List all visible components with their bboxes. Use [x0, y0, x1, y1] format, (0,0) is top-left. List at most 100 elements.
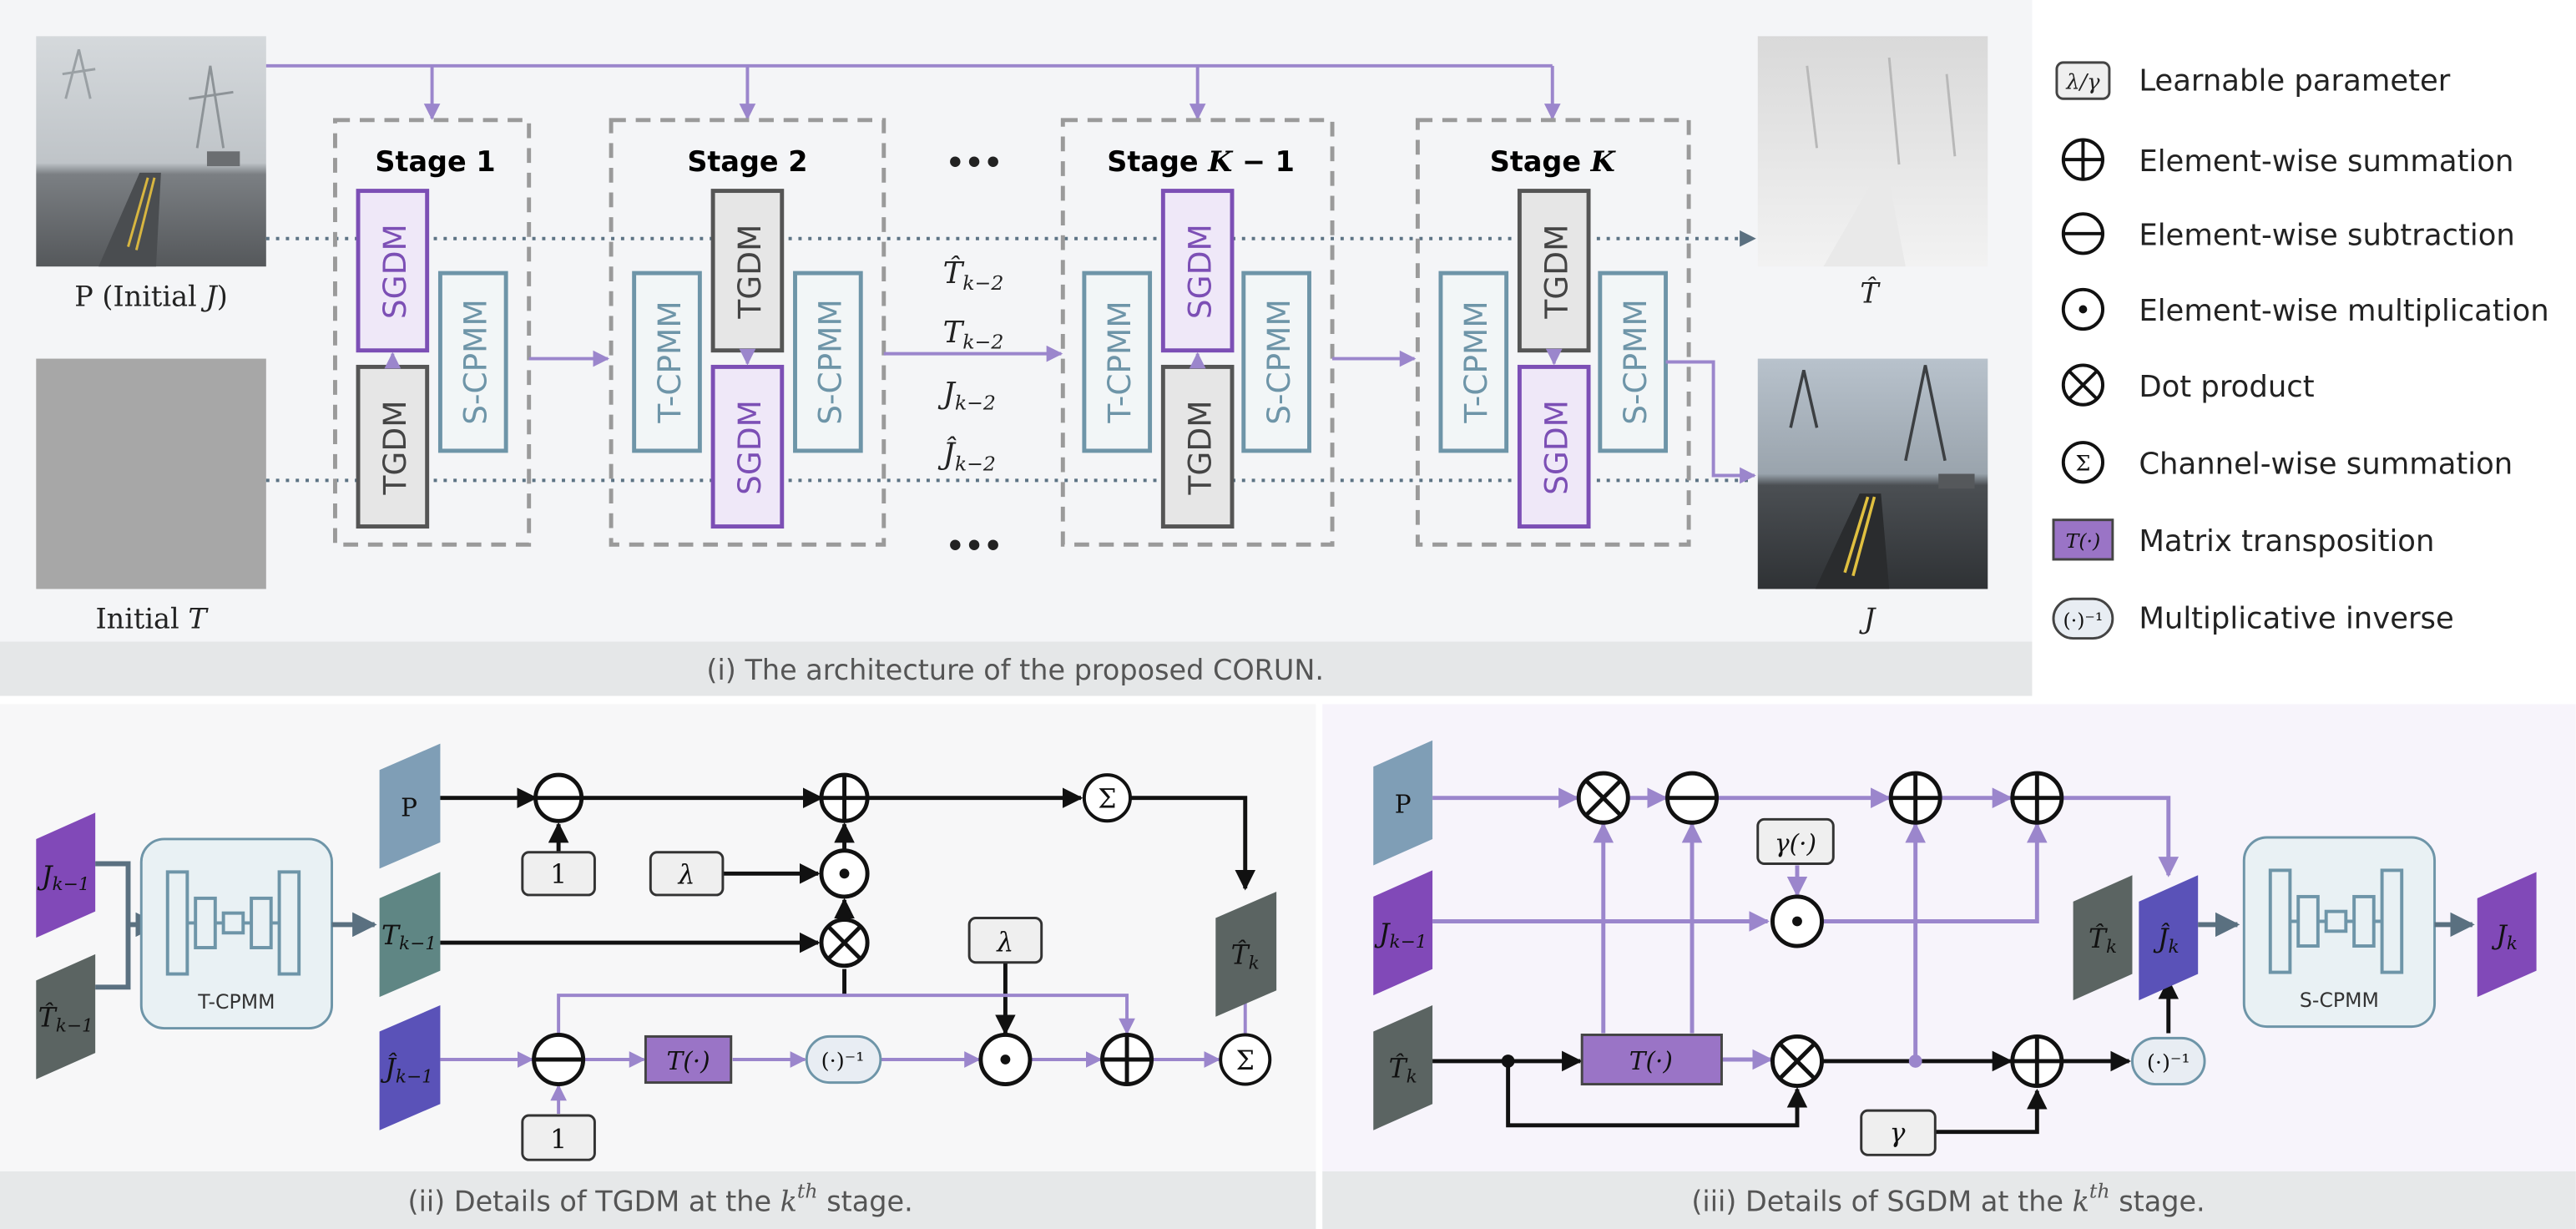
panel1-caption: (i) The architecture of the proposed COR…: [706, 654, 1324, 686]
tgdm-input-t-shape: [36, 953, 96, 1080]
svg-text:Σ: Σ: [1098, 784, 1116, 814]
stage-k1-sgdm-box: [1160, 189, 1235, 353]
sgdm-inverse-box: [2130, 1036, 2206, 1086]
stage-k1-tcpmm-label: T-CPMM: [1101, 301, 1138, 423]
hazy-input-image: [36, 36, 266, 267]
ellipsis-top: •••: [946, 146, 1003, 180]
legend-symbol-7: (·)⁻¹: [2063, 609, 2103, 632]
inverse-box-icon: [2052, 597, 2114, 640]
legend-bg: [2035, 0, 2576, 696]
tgdm-tcpmm-label: T-CPMM: [197, 990, 275, 1014]
sgdm-jhat-label: Ĵk: [2153, 923, 2179, 958]
stage-k-tcpmm-label: T-CPMM: [1457, 301, 1494, 423]
stage-k1-scpmm-label: S-CPMM: [1260, 299, 1297, 425]
panel1-bg: [0, 0, 2033, 696]
stage-2-tcpmm-box: [632, 271, 702, 453]
stage-2-scpmm-box: [793, 271, 863, 453]
stage-k1-tgdm-box: [1160, 364, 1235, 529]
stage-1-sgdm-box: [356, 189, 430, 353]
stage-k1-scpmm-box: [1241, 271, 1311, 453]
circle-times-icon: [2061, 363, 2105, 407]
legend-symbol-0: λ/γ: [2065, 69, 2100, 94]
legend-label-4: Dot product: [2139, 370, 2314, 404]
stage-1-title: Stage 1: [375, 145, 495, 178]
panel2-caption: (ii) Details of TGDM at the kth stage.: [408, 1180, 913, 1218]
tgdm-jhat-shape: [379, 1004, 441, 1130]
sgdm-scpmm-label: S-CPMM: [2300, 989, 2379, 1012]
sgdm-plus-op-3: [2010, 1034, 2064, 1088]
sgdm-t-label: T̂k: [1389, 1053, 1417, 1088]
sgdm-minus-op: [1665, 771, 1720, 825]
tgdm-inverse-box: [805, 1034, 882, 1085]
tgdm-input-t-label: T̂k−1: [38, 1002, 93, 1037]
tgdm-one-label-1: 1: [550, 860, 567, 890]
tgdm-lambda-label-2: λ: [995, 928, 1013, 958]
sgdm-gamma-label: γ: [1890, 1119, 1906, 1149]
tgdm-lambda-box-2: [967, 917, 1043, 964]
tgdm-sigma-op-2: Σ: [1219, 1033, 1272, 1086]
tgdm-minus-op-1: [533, 772, 584, 823]
output-t-label: T̂: [1860, 276, 1881, 309]
sgdm-gamma-fn-box: [1756, 817, 1835, 865]
circle-minus-icon: [2061, 212, 2105, 255]
sgdm-times-op-1: [1576, 771, 1630, 825]
legend-label-7: Multiplicative inverse: [2139, 602, 2453, 636]
stage-k: Stage K T-CPMM TGDM SGDM S-CPMM: [1415, 118, 1691, 547]
stage-2-tgdm-label: TGDM: [731, 225, 768, 320]
stage-1-tgdm-box: [356, 364, 430, 529]
legend-label-1: Element-wise summation: [2139, 144, 2513, 179]
tgdm-lambda-box-1: [649, 851, 725, 897]
transmission-output-image: [1757, 36, 1988, 267]
mid-var-jhat: Ĵk−2: [938, 436, 996, 476]
input-p-caption: P (Initial J): [74, 280, 228, 312]
stage-k-scpmm-label: S-CPMM: [1617, 299, 1654, 425]
sgdm-transpose-box: [1580, 1033, 1723, 1086]
sgdm-jhat-shape: [2139, 875, 2199, 1001]
output-j-label: J: [1859, 603, 1876, 635]
sgdm-inverse-label: (·)⁻¹: [2147, 1050, 2190, 1075]
stage-1-scpmm-box: [437, 271, 508, 453]
stage-k-minus-1: Stage K − 1 T-CPMM SGDM TGDM S-CPMM: [1060, 118, 1335, 547]
stage-k-title: Stage K: [1490, 145, 1617, 178]
tgdm-dot-op-1: [819, 848, 870, 899]
tgdm-p-shape: [379, 743, 441, 869]
tgdm-t-label: Tk−1: [381, 921, 437, 954]
sgdm-p-shape: [1373, 740, 1433, 866]
svg-text:Σ: Σ: [1236, 1046, 1255, 1076]
tgdm-one-box-2: [521, 1114, 596, 1161]
tgdm-plus-op-2: [1100, 1032, 1154, 1087]
stage-k-tgdm-label: TGDM: [1538, 225, 1574, 320]
initial-t-caption: Initial T: [95, 603, 209, 635]
tgdm-one-box-1: [521, 851, 596, 897]
sgdm-plus-op-2: [2010, 771, 2064, 825]
stage-1-tgdm-label: TGDM: [376, 400, 413, 495]
stage-2-tgdm-box: [710, 189, 785, 353]
legend-label-3: Element-wise multiplication: [2139, 294, 2548, 328]
circle-dot-icon: [2061, 287, 2105, 331]
stage-2-scpmm-label: S-CPMM: [812, 299, 849, 425]
stage-k-sgdm-box: [1517, 364, 1591, 529]
legend-label-2: Element-wise subtraction: [2139, 219, 2515, 253]
stage-2-sgdm-box: [710, 364, 785, 529]
tgdm-lambda-label-1: λ: [677, 860, 695, 890]
tgdm-jhat-label: Ĵk−1: [380, 1054, 433, 1088]
lambda-gamma-box-icon: [2055, 61, 2111, 100]
stage-k1-sgdm-label: SGDM: [1181, 224, 1218, 319]
stage-1-scpmm-label: S-CPMM: [457, 299, 494, 425]
tgdm-output-label: T̂k: [1231, 939, 1260, 974]
intermediate-variables: T̂k−2 Tk−2 Jk−2 Ĵk−2: [938, 255, 1004, 475]
initial-t-image: [36, 358, 266, 589]
legend-label-5: Channel-wise summation: [2139, 447, 2513, 481]
mid-var-j: Jk−2: [938, 377, 996, 415]
tgdm-input-j-shape: [36, 812, 96, 938]
tgdm-minus-op-2: [532, 1032, 586, 1087]
stage-1-sgdm-label: SGDM: [376, 224, 413, 319]
stage-2-sgdm-label: SGDM: [731, 400, 768, 495]
transpose-box-icon: [2052, 518, 2114, 561]
tgdm-inverse-label: (·)⁻¹: [821, 1049, 865, 1074]
circle-plus-icon: [2061, 138, 2105, 181]
dehazed-output-image: [1757, 358, 1988, 589]
tgdm-sigma-op-1: Σ: [1082, 773, 1132, 823]
tgdm-transpose-label: T(·): [667, 1047, 710, 1075]
